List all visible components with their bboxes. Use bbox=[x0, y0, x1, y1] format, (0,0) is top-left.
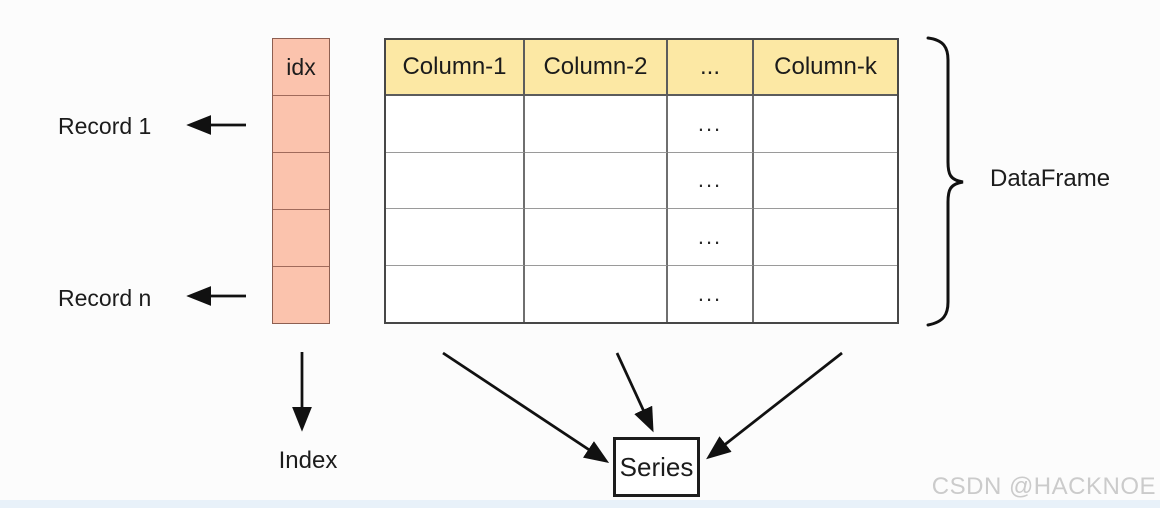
watermark: CSDN @HACKNOE bbox=[931, 473, 1156, 500]
dataframe-brace bbox=[926, 36, 964, 327]
table-cell bbox=[525, 209, 668, 266]
column2-to-series-arrow bbox=[615, 352, 654, 433]
dataframe-table: Column-1 Column-2 ... Column-k ... ... .… bbox=[384, 38, 899, 324]
table-cell bbox=[525, 96, 668, 153]
idx-cell bbox=[273, 96, 329, 153]
index-label: Index bbox=[278, 447, 338, 474]
idx-header-cell: idx bbox=[273, 39, 329, 96]
table-cell bbox=[525, 265, 668, 322]
bottom-strip bbox=[0, 500, 1160, 508]
column-header-label: Column-k bbox=[774, 53, 877, 81]
column-header-ellipsis: ... bbox=[668, 40, 754, 97]
column-header: Column-1 bbox=[386, 40, 525, 97]
columnk-to-series-arrow bbox=[706, 351, 843, 460]
column1-to-series-arrow bbox=[442, 351, 610, 464]
column-header-label: Column-2 bbox=[543, 53, 648, 81]
idx-cell bbox=[273, 267, 329, 323]
table-cell bbox=[386, 152, 525, 210]
column-header-label: ... bbox=[699, 53, 720, 81]
record-n-label: Record n bbox=[58, 285, 152, 311]
dataframe-label: DataFrame bbox=[990, 165, 1111, 192]
table-cell bbox=[754, 153, 897, 210]
ellipsis-cell: ... bbox=[668, 96, 754, 153]
idx-cell bbox=[273, 153, 329, 210]
table-cell bbox=[386, 265, 525, 322]
table-cell bbox=[754, 266, 897, 322]
table-cell bbox=[754, 209, 897, 266]
table-cell bbox=[754, 96, 897, 153]
ellipsis-cell: ... bbox=[668, 209, 754, 266]
ellipsis-cell: ... bbox=[668, 265, 754, 322]
table-cell bbox=[386, 209, 525, 266]
record-1-label: Record 1 bbox=[58, 113, 152, 139]
series-box: Series bbox=[613, 437, 700, 497]
table-cell bbox=[386, 96, 525, 153]
idx-cell bbox=[273, 210, 329, 267]
ellipsis-cell: ... bbox=[668, 152, 754, 210]
column-header: Column-2 bbox=[525, 40, 668, 97]
table-cell bbox=[525, 152, 668, 210]
column-header-label: Column-1 bbox=[402, 53, 507, 81]
series-label: Series bbox=[619, 451, 694, 482]
column-header: Column-k bbox=[754, 40, 897, 97]
idx-column: idx bbox=[272, 38, 330, 324]
idx-header-label: idx bbox=[286, 53, 316, 80]
